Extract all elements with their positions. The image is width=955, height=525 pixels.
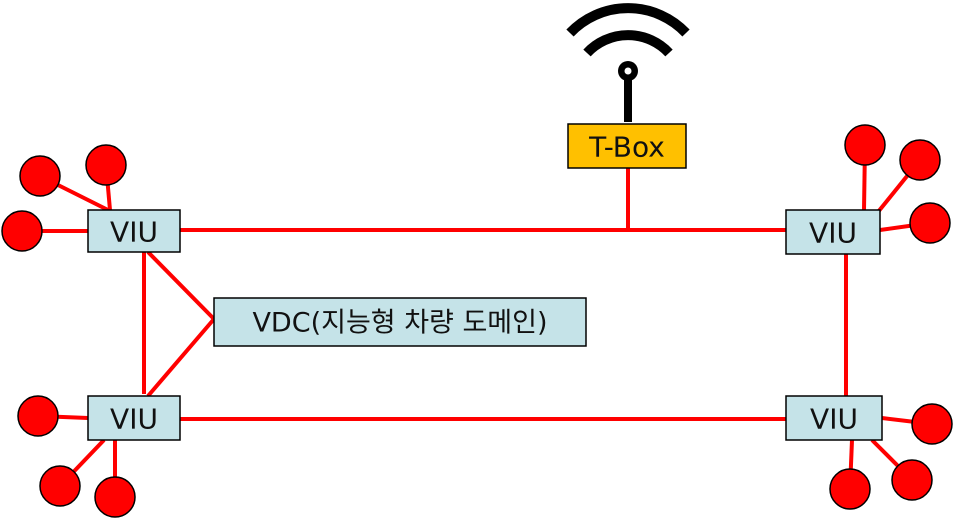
viu-top-left-node: VIU <box>87 209 181 253</box>
tbox-label: T-Box <box>588 131 665 164</box>
viu-bottom-left-node: VIU <box>87 395 181 441</box>
endpoint-node <box>1 210 43 252</box>
viu-bottom-left-label: VIU <box>110 403 158 436</box>
endpoint-node <box>39 465 81 507</box>
wireless-antenna-icon <box>566 3 690 122</box>
endpoint-node <box>19 155 61 197</box>
endpoint-node <box>17 395 59 437</box>
endpoint-node <box>829 468 871 510</box>
vdc-label: VDC(지능형 차량 도메인) <box>252 308 547 339</box>
link-vdc-lower <box>146 317 216 398</box>
endpoint-nodes <box>1 124 953 518</box>
endpoint-node <box>891 459 933 501</box>
viu-top-right-label: VIU <box>809 217 857 250</box>
viu-top-right-node: VIU <box>785 209 881 255</box>
viu-top-left-label: VIU <box>110 216 158 249</box>
tbox-node: T-Box <box>567 123 687 169</box>
endpoint-node <box>94 476 136 518</box>
vdc-node: VDC(지능형 차량 도메인) <box>213 297 587 347</box>
endpoint-node <box>909 202 951 244</box>
viu-bottom-right-label: VIU <box>810 403 858 436</box>
endpoint-node <box>85 144 127 186</box>
link-vdc-upper <box>146 250 216 321</box>
endpoint-node <box>844 124 886 166</box>
viu-bottom-right-node: VIU <box>785 395 883 441</box>
endpoint-node <box>911 403 953 445</box>
endpoint-node <box>899 139 941 181</box>
